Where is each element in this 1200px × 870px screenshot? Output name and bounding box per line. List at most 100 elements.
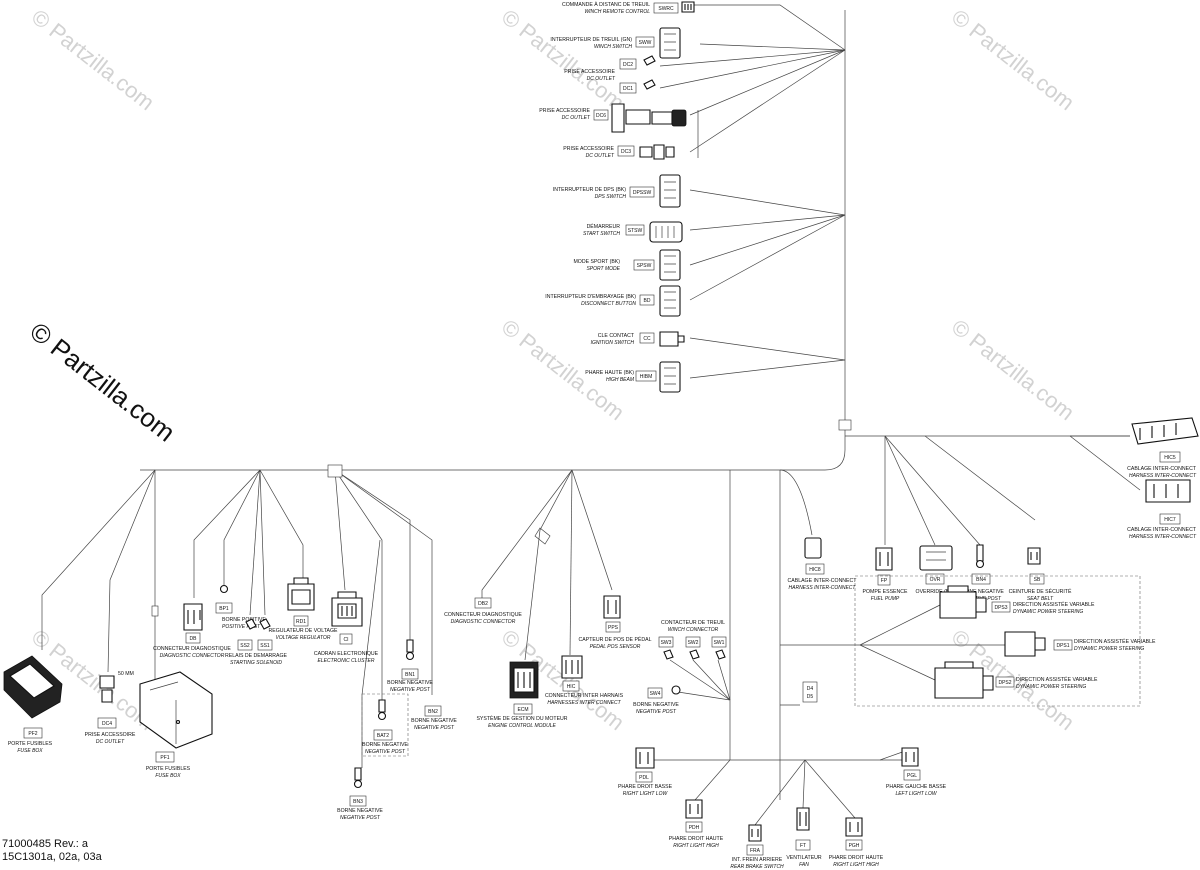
pdh-code: PDH [689,825,700,831]
pgh-label-en: RIGHT LIGHT HIGH [833,862,879,868]
negative-post-terminal-icon [671,685,681,695]
cc-label-fr: CLE CONTACT [598,333,635,339]
power-steering-connector-icon [1004,631,1046,657]
hic7-label-en: HARNESS INTER-CONNECT [1129,534,1197,540]
harness-interconnect-connector-icon [804,537,822,559]
headlight-connector-icon [845,817,863,837]
swrc-code: SWRC [658,6,674,12]
swrc-label-fr: COMMANDE À DISTANC DE TREUIL [562,1,650,8]
headlight-connector-icon [901,747,919,767]
bn2-label-fr: BORNE NEGATIVE [411,718,457,724]
component-bat2: BAT2 BORNE NEGATIVE NEGATIVE POST [361,693,408,757]
dps2-label-fr: DIRECTION ASSISTÉE VARIABLE [1016,676,1098,683]
bat2-label-fr: BORNE NEGATIVE [362,742,408,748]
ss1-code: SS1 [260,643,270,649]
component-pps: PPS CAPTEUR DE POS DE PÉDAL PEDAL POS SE… [579,595,652,650]
pgl-code: PGL [907,773,917,779]
hibm-label-fr: PHARE HAUTE (BK) [585,370,634,376]
starter-solenoid-terminal-icon [259,618,271,630]
component-bd: INTERRUPTEUR D'EMBRAYAGE (BK) DISCONNECT… [545,285,681,317]
hic7-label-fr: CABLAGE INTER-CONNECT [1127,527,1197,533]
fra-label-fr: INT. FREIN ARRIERE [732,857,783,863]
component-fra: FRA INT. FREIN ARRIERE REAR BRAKE SWITCH [730,824,784,870]
hic8-code: HIC8 [809,567,821,573]
dc2-label-fr: PRISE ACCESSOIRE [564,69,615,75]
sww-label-fr: INTERRUPTEUR DE TREUIL (GN) [550,37,632,43]
dc-outlet-plug-icon [643,79,656,90]
stsw-label-fr: DÉMARREUR [587,223,621,230]
component-dc3: PRISE ACCESSOIRE DC OUTLET DC3 [563,144,675,160]
stsw-code: STSW [628,228,643,234]
start-switch-connector-icon [649,221,683,243]
center-branch-wires [481,469,613,661]
sww-code: SWW [639,40,652,46]
ignition-switch-connector-icon [659,331,685,347]
winch-group: CONTACTEUR DE TREUIL WINCH CONNECTOR SW3… [633,620,731,715]
pgh-label-fr: PHARE DROIT HAUTE [829,855,884,861]
electronic-cluster-connector-icon [331,591,363,627]
winch-remote-connector-icon [681,1,695,13]
footer-info: 71000485 Rev.: a 15C1301a, 02a, 03a [2,838,102,864]
ci-label-en: ELECTRONIC CLUSTER [318,658,375,664]
component-ecm: ECM SYSTÈME DE GESTION DU MOTEUR ENGINE … [476,661,568,729]
hic8-label-en: HARNESS INTER-CONNECT [789,585,857,591]
ft-label-fr: VENTILATEUR [786,855,822,861]
db2-code: DB2 [478,601,488,607]
pgl-label-fr: PHARE GAUCHE BASSE [886,784,947,790]
starter-solenoid-terminal-icon [245,618,257,630]
model-code: 15C1301a, 02a, 03a [2,851,102,863]
bd-label-fr: INTERRUPTEUR D'EMBRAYAGE (BK) [545,294,636,300]
component-bp1: BP1 BORNE POSITIVE POSITIVE POST [215,584,266,630]
hic-label-en: HARNESSES INTER CONNECT [547,700,621,706]
bp1-label-en: POSITIVE POST [222,624,261,630]
dps-switch-connector-icon [659,174,681,208]
ecm-connector-icon [513,667,535,693]
dpssw-code: DPSSW [633,190,652,196]
db-label-fr: CONNECTEUR DIAGNOSTIQUE [153,646,231,652]
seat-belt-connector-icon [1027,547,1041,565]
d4-code: D4 [807,686,814,692]
hic5-label-fr: CABLAGE INTER-CONNECT [1127,466,1197,472]
component-dps3: DPS3 DIRECTION ASSISTÉE VARIABLE DYNAMIC… [939,585,1095,619]
component-bn3: BN3 BORNE NEGATIVE NEGATIVE POST [337,767,383,821]
diagnostic-connector-icon [183,603,203,631]
headlight-connector-icon [685,799,703,819]
hic7-code: HIC7 [1164,517,1176,523]
component-d4-d5: D4 D5 [780,681,818,706]
component-fp: FP POMPE ESSENCE FUEL PUMP [863,547,908,602]
bn1-code: BN1 [405,672,415,678]
spsw-label-fr: MODE SPORT (BK) [573,259,620,265]
component-swrc: COMMANDE À DISTANC DE TREUIL WINCH REMOT… [562,1,695,15]
pf1-code: PF1 [160,755,169,761]
rd1-label-en: VOLTAGE REGULATOR [276,635,331,641]
rd1-label-fr: REGULATEUR DE VOLTAGE [269,628,338,634]
override-connector-icon [919,545,953,571]
rd1-code: RD1 [296,619,306,625]
component-bn1: BN1 BORNE NEGATIVE NEGATIVE POST [387,639,433,693]
fra-code: FRA [750,848,761,854]
negative-post-terminal-icon [378,699,386,713]
pps-code: PPS [608,625,619,631]
harness-interconnect-connector-icon [1145,479,1191,503]
component-bn2: BN2 BORNE NEGATIVE NEGATIVE POST [411,705,457,731]
dps-group-outline [854,575,1141,707]
spsw-code: SPSW [637,263,652,269]
sw4-label-en: NEGATIVE POST [636,709,677,715]
component-dc6: PRISE ACCESSOIRE DC OUTLET DC6 [539,103,687,133]
right-branch-wires [884,435,1141,546]
component-cc: CLE CONTACT IGNITION SWITCH CC [591,331,685,347]
spsw-label-en: SPORT MODE [586,266,620,272]
harness-interconnect-connector-icon [1131,417,1199,445]
component-ci: CI CADRAN ELECTRONIQUE ELECTRONIC CLUSTE… [314,591,379,664]
dps1-label-fr: DIRECTION ASSISTÉE VARIABLE [1074,638,1156,645]
high-beam-connector-icon [659,361,681,393]
watermark: © Partzilla.com [947,4,1079,115]
component-sb: SB CEINTURE DE SÉCURITÉ SEAT BELT [1009,547,1072,602]
hic5-code: HIC5 [1164,455,1176,461]
pdl-code: PDL [639,775,649,781]
dc6-label-en: DC OUTLET [562,115,591,121]
dc-outlet-cap-icon [671,109,687,127]
lights-branch-wires [650,749,910,826]
component-db: DB CONNECTEUR DIAGNOSTIQUE DIAGNOSTIC CO… [153,603,231,659]
dc2-label-en: DC OUTLET [587,76,616,82]
